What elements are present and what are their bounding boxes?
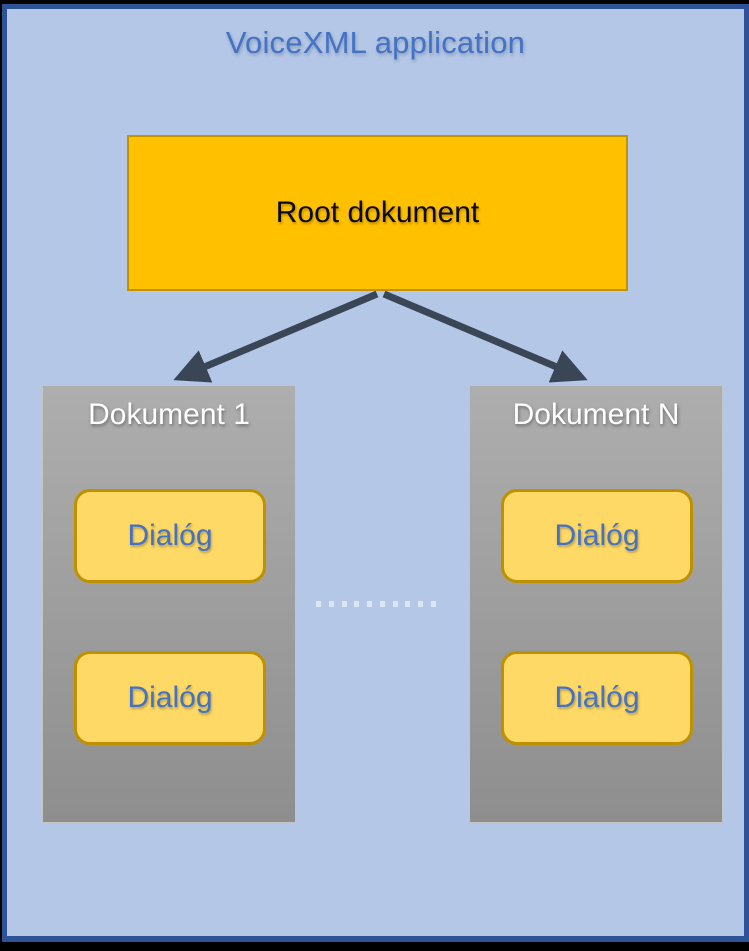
document-n-dialog-1-node: Dialóg <box>501 489 693 583</box>
dot <box>405 601 411 607</box>
dialog-label: Dialóg <box>554 519 640 552</box>
root-document-node: Root dokument <box>127 135 628 291</box>
dot <box>316 601 321 607</box>
document-1-dialog-1-node: Dialóg <box>74 489 266 583</box>
dialog-label: Dialóg <box>554 681 640 714</box>
document-n-panel: Dokument N Dialóg Dialóg <box>469 385 723 823</box>
ellipsis-separator <box>316 601 436 607</box>
dot <box>418 601 424 607</box>
slide-canvas: VoiceXML application Root dokument Dokum… <box>2 4 749 942</box>
page-title: VoiceXML application <box>225 25 526 60</box>
dot <box>354 601 360 607</box>
arrow-to-document-1 <box>173 290 379 383</box>
root-document-label: Root dokument <box>275 196 480 229</box>
document-n-label: Dokument N <box>512 398 680 431</box>
dot <box>379 601 385 607</box>
dialog-label: Dialóg <box>127 519 213 552</box>
dialog-label: Dialóg <box>127 681 213 714</box>
document-1-panel: Dokument 1 Dialóg Dialóg <box>42 385 296 823</box>
document-1-label: Dokument 1 <box>88 398 250 431</box>
dot <box>430 601 436 607</box>
document-n-dialog-2-node: Dialóg <box>501 651 693 745</box>
dot <box>341 601 347 607</box>
arrow-to-document-n <box>382 290 588 383</box>
dot <box>367 601 373 607</box>
document-1-dialog-2-node: Dialóg <box>74 651 266 745</box>
dot <box>328 601 334 607</box>
dot <box>392 601 398 607</box>
